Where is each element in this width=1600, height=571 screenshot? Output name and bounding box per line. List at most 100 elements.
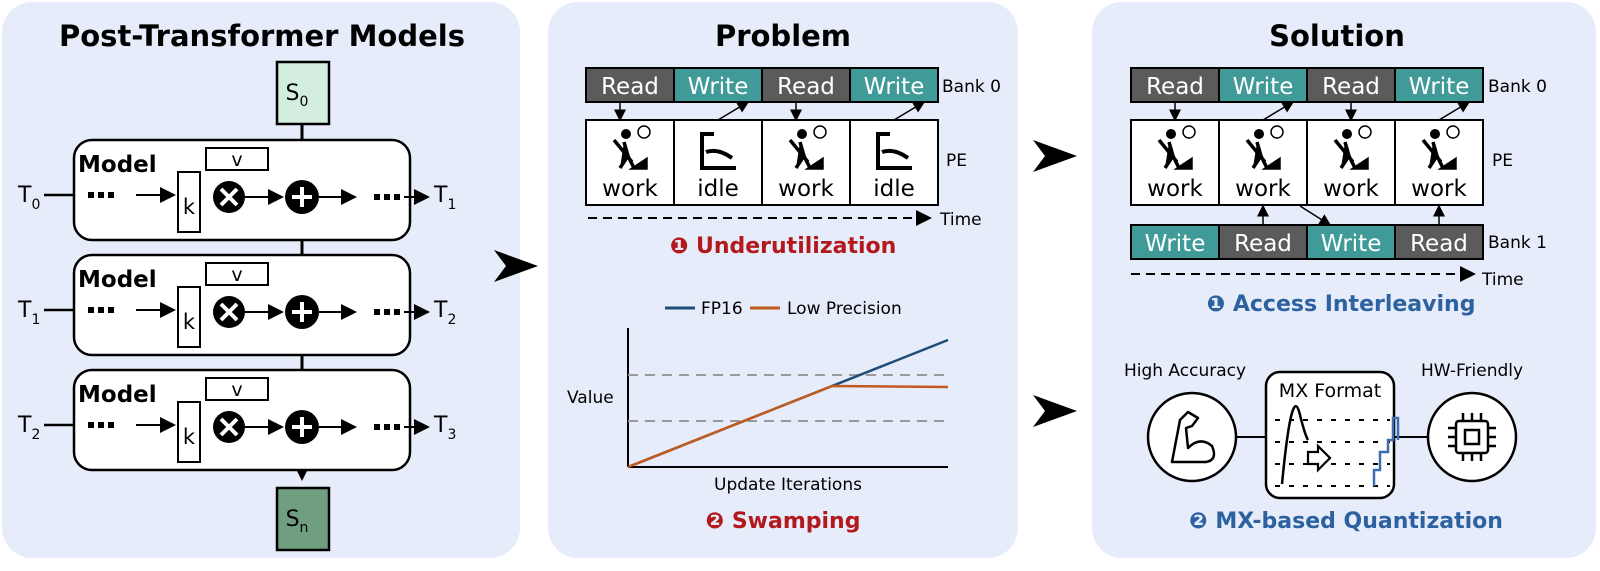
k-label: k <box>183 310 196 334</box>
output-token-label: T3 <box>433 413 456 443</box>
model-label: Model <box>78 382 157 408</box>
bicep-icon <box>1146 391 1238 483</box>
state-s0-label: S0 <box>286 81 309 110</box>
bank0-cell-label: Write <box>1233 74 1294 100</box>
multiply-icon <box>219 417 239 437</box>
pe-state-label: work <box>602 176 658 202</box>
x-axis-label: Update Iterations <box>714 475 862 495</box>
output-token-label: T2 <box>433 298 456 328</box>
bank1-label: Bank 1 <box>1488 233 1547 253</box>
pe-state-label: idle <box>873 176 915 202</box>
k-label: k <box>183 425 196 449</box>
swamping-label: ❷ Swamping <box>706 509 861 534</box>
bank0-cell-read <box>1306 67 1396 103</box>
idle-worker-icon <box>876 132 912 170</box>
worker-icon <box>612 138 648 170</box>
bank0-label: Bank 0 <box>942 77 1001 97</box>
underutilization-label: ❶ Underutilization <box>670 234 897 259</box>
add-icon <box>292 302 312 322</box>
arrow <box>893 101 926 121</box>
state-sn-box <box>275 486 331 552</box>
k-box <box>177 401 201 463</box>
v-box <box>205 147 269 171</box>
worker-icon <box>1333 138 1369 170</box>
bank0-cell-label: Read <box>1322 74 1380 100</box>
bank0-cell-label: Write <box>1409 74 1470 100</box>
bank0-label: Bank 0 <box>1488 77 1547 97</box>
legend-low-precision: Low Precision <box>787 299 902 319</box>
problem-title: Problem <box>715 19 851 53</box>
arrow <box>717 101 750 121</box>
k-box <box>177 171 201 233</box>
pe-state-label: work <box>1147 176 1203 202</box>
bank0-cell-read <box>761 67 851 103</box>
worker-icon <box>1166 129 1176 139</box>
v-label: v <box>231 379 242 401</box>
chevron-arrow-icon <box>1033 140 1077 172</box>
worker-icon <box>1157 138 1193 170</box>
state-sn-label: Sn <box>286 507 309 536</box>
worker-icon <box>1421 138 1457 170</box>
bank0-cell-label: Read <box>777 74 835 100</box>
chip-icon <box>1426 391 1518 483</box>
input-token-label: T0 <box>17 183 40 213</box>
arrow <box>1299 205 1332 226</box>
pe-label: PE <box>946 151 967 171</box>
v-label: v <box>231 264 242 286</box>
worker-icon <box>1430 129 1440 139</box>
mx-format-label: MX Format <box>1279 380 1381 402</box>
worker-icon <box>1254 129 1264 139</box>
multiply-icon <box>219 187 239 207</box>
bank0-cell-label: Read <box>601 74 659 100</box>
worker-icon <box>788 138 824 170</box>
time-label: Time <box>1481 270 1524 290</box>
legend-fp16: FP16 <box>701 299 743 319</box>
worker-icon <box>1245 138 1281 170</box>
models-title: Post-Transformer Models <box>59 19 465 53</box>
bank1-cell-write <box>1306 224 1396 260</box>
add-icon <box>292 417 312 437</box>
bank0-cell-label: Write <box>688 74 749 100</box>
pe-cell-idle <box>673 119 763 206</box>
bank1-cell-read <box>1218 224 1308 260</box>
clock-icon <box>1182 125 1196 139</box>
clock-icon <box>813 125 827 139</box>
state-s0-box <box>275 60 331 126</box>
arrow <box>1262 101 1295 121</box>
worker-icon <box>1342 129 1352 139</box>
high-accuracy-label: High Accuracy <box>1124 361 1246 381</box>
bank1-cell-read <box>1394 224 1484 260</box>
v-label: v <box>231 149 242 171</box>
time-label: Time <box>939 210 982 230</box>
chevron-arrow-icon <box>1033 395 1077 427</box>
idle-worker-icon <box>700 132 736 170</box>
mx-format-box: MX Format <box>1264 370 1400 500</box>
bank0-cell-write <box>1394 67 1484 103</box>
bank0-cell-read <box>585 67 675 103</box>
bank1-cell-label: Read <box>1410 231 1468 257</box>
low-precision-line <box>627 384 949 469</box>
v-box <box>205 377 269 401</box>
y-axis-label: Value <box>567 388 614 408</box>
pe-state-label: work <box>1235 176 1291 202</box>
model-label: Model <box>78 152 157 178</box>
pe-state-label: work <box>1411 176 1467 202</box>
clock-icon <box>1446 125 1460 139</box>
solution-title: Solution <box>1269 19 1405 53</box>
bank0-cell-label: Read <box>1146 74 1204 100</box>
output-token-label: T1 <box>433 183 456 213</box>
k-label: k <box>183 195 196 219</box>
worker-icon <box>797 129 807 139</box>
arrow <box>1438 101 1471 121</box>
pe-state-label: work <box>778 176 834 202</box>
v-box <box>205 262 269 286</box>
bank0-cell-read <box>1130 67 1220 103</box>
hw-friendly-label: HW-Friendly <box>1421 361 1523 381</box>
bank0-cell-label: Write <box>864 74 925 100</box>
k-box <box>177 286 201 348</box>
add-icon <box>292 187 312 207</box>
bank1-cell-label: Read <box>1234 231 1292 257</box>
chevron-arrow-icon <box>494 250 538 282</box>
